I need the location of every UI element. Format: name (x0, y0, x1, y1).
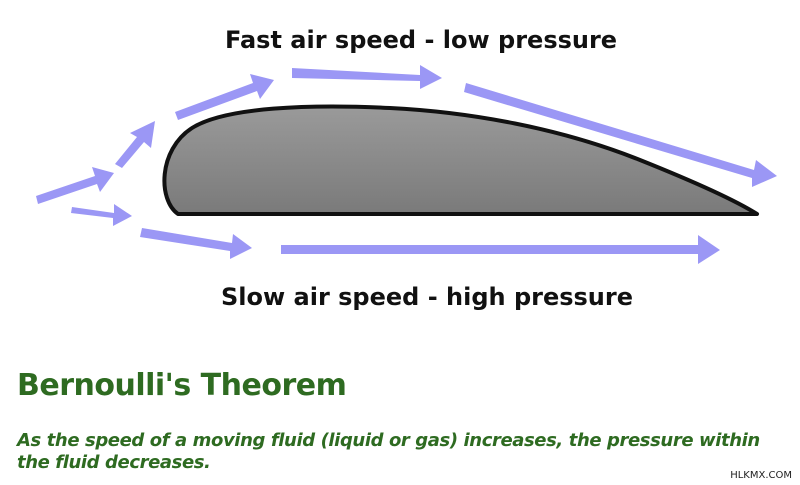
airflow-arrow (36, 167, 114, 204)
watermark: HLKMX.COM (730, 470, 792, 481)
airflow-arrow (115, 121, 155, 168)
airflow-arrow (292, 65, 442, 89)
airfoil-shape (162, 104, 759, 216)
airflow-arrow (140, 228, 252, 259)
bottom-label: Slow air speed - high pressure (221, 283, 634, 311)
airflow-arrow (464, 83, 777, 187)
top-label: Fast air speed - low pressure (225, 26, 618, 54)
theorem-title: Bernoulli's Theorem (17, 368, 347, 403)
airflow-arrows (36, 65, 777, 264)
airflow-arrow (281, 235, 720, 264)
theorem-description: As the speed of a moving fluid (liquid o… (17, 430, 760, 473)
airflow-arrow (175, 74, 274, 120)
airflow-arrow (71, 204, 132, 226)
